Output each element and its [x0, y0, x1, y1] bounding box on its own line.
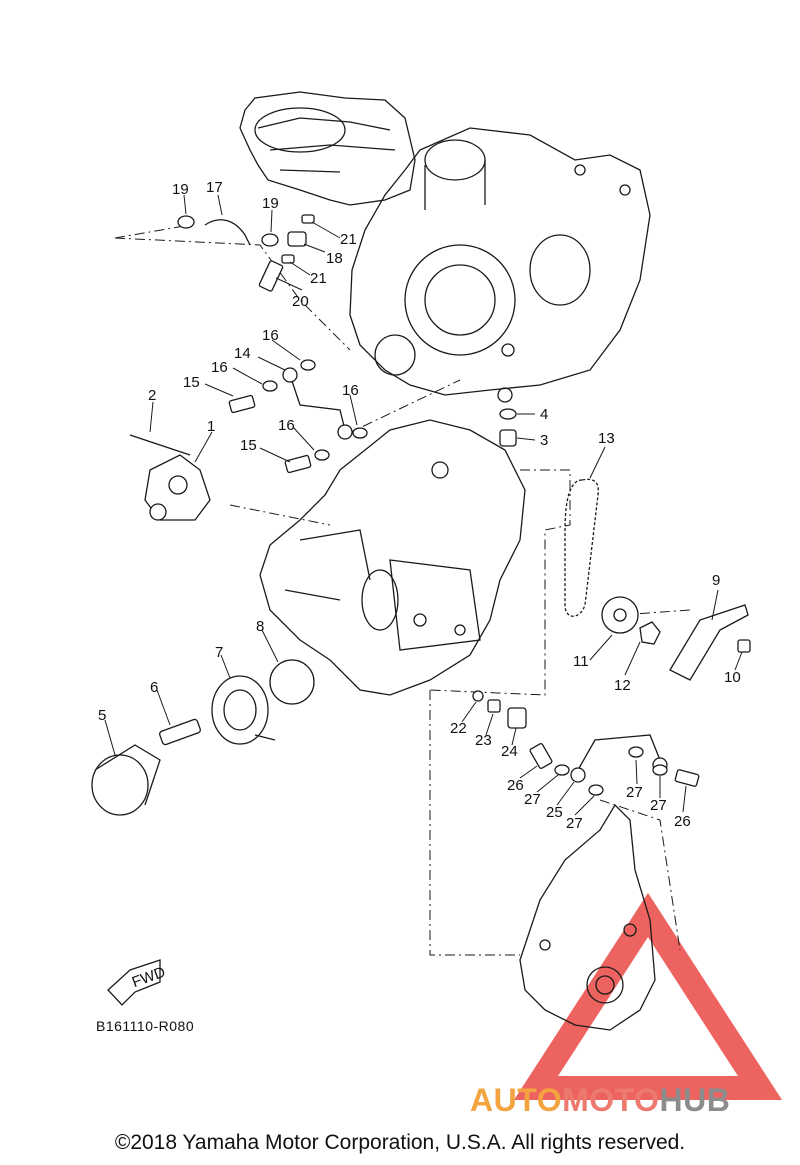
callout-4: 4: [540, 406, 548, 423]
callout-14: 14: [234, 345, 251, 362]
callout-3: 3: [540, 432, 548, 449]
part-20-bolt: [258, 260, 284, 292]
callout-5: 5: [98, 707, 106, 724]
part-21-oring-upper: [301, 214, 315, 224]
part-15-bolt-upper: [228, 394, 256, 414]
part-10-bolt: [737, 639, 751, 653]
callout-25: 25: [546, 804, 563, 821]
watermark-triangle-logo: [513, 892, 783, 1100]
part-15-bolt-lower: [284, 454, 312, 474]
callout-18: 18: [326, 250, 343, 267]
part-22-ball: [472, 690, 484, 702]
callout-17: 17: [206, 179, 223, 196]
part-17-hose: [204, 219, 251, 246]
lower-crankcase-outline: [259, 419, 526, 696]
callout-9: 9: [712, 572, 720, 589]
callout-27-b: 27: [566, 815, 583, 832]
callout-12: 12: [614, 677, 631, 694]
part-23-spring: [487, 699, 501, 713]
callout-27-d: 27: [650, 797, 667, 814]
part-13-drive-chain: [564, 478, 599, 617]
upper-crankcase-outline: [349, 127, 651, 403]
watermark-brand-text: AUTOMOTOHUB: [470, 1082, 730, 1119]
copyright-notice: ©2018 Yamaha Motor Corporation, U.S.A. A…: [114, 1131, 686, 1154]
watermark-text-moto: MOTO: [562, 1082, 660, 1118]
callout-27-c: 27: [626, 784, 643, 801]
callout-16-b: 16: [211, 359, 228, 376]
callout-20: 20: [292, 293, 309, 310]
part-18-fitting: [287, 231, 307, 247]
part-12-nut: [639, 621, 661, 645]
callout-27-a: 27: [524, 791, 541, 808]
part-16-gasket-c: [352, 427, 368, 439]
part-5-oil-filter: [91, 744, 161, 816]
callout-leader-lines: [104, 194, 743, 816]
part-26-bolt-left: [529, 743, 553, 769]
cylinder-head-outline: [239, 91, 416, 206]
part-16-gasket-a: [300, 359, 316, 371]
side-cover-outline: [519, 803, 656, 1031]
callout-10: 10: [724, 669, 741, 686]
watermark-text-auto: AUTO: [470, 1082, 563, 1118]
callout-24: 24: [501, 743, 518, 760]
part-3-plug: [499, 429, 517, 447]
forward-direction-arrow: FWD: [107, 959, 168, 1006]
part-25-oil-line: [570, 734, 668, 783]
part-1-oil-pump: [144, 454, 211, 521]
part-2-long-bolt: [129, 434, 191, 456]
callout-6: 6: [150, 679, 158, 696]
callout-26-left: 26: [507, 777, 524, 794]
part-16-gasket-b: [262, 380, 278, 392]
callout-23: 23: [475, 732, 492, 749]
callout-16-c: 16: [342, 382, 359, 399]
callout-22: 22: [450, 720, 467, 737]
callout-1: 1: [207, 418, 215, 435]
callout-19-left: 19: [172, 181, 189, 198]
callout-labels: 1 2 3 4 5 6 7 8 9 10 11 12 13 14 15 15 1…: [98, 179, 741, 832]
callout-16-a: 16: [262, 327, 279, 344]
callout-15-upper: 15: [183, 374, 200, 391]
part-16-gasket-d: [314, 449, 330, 461]
callout-16-d: 16: [278, 417, 295, 434]
callout-11: 11: [573, 653, 589, 670]
part-11-sprocket: [601, 596, 639, 634]
callout-26-right: 26: [674, 813, 691, 830]
part-6-union-bolt: [159, 718, 201, 746]
part-27-gasket-b: [588, 784, 604, 796]
callout-19-right: 19: [262, 195, 279, 212]
part-26-bolt-right: [674, 769, 700, 787]
callout-21-lower: 21: [310, 270, 327, 287]
callout-8: 8: [256, 618, 264, 635]
part-8-oring: [269, 659, 315, 705]
part-21-oring-lower: [281, 254, 295, 264]
part-14-oil-pipe: [282, 367, 353, 440]
part-24-plug: [507, 707, 527, 729]
part-27-gasket-d: [652, 764, 668, 776]
part-9-chain-guide: [669, 604, 749, 681]
part-4-washer: [499, 408, 517, 420]
part-19-seal-right: [261, 233, 279, 247]
diagram-reference-code: B161110-R080: [96, 1018, 195, 1034]
callout-15-lower: 15: [240, 437, 257, 454]
part-27-gasket-c: [628, 746, 644, 758]
part-19-seal-left: [177, 215, 195, 229]
callout-21-upper: 21: [340, 231, 357, 248]
watermark-text-hub: HUB: [659, 1082, 731, 1118]
callout-13: 13: [598, 430, 615, 447]
part-27-gasket-a: [554, 764, 570, 776]
assembly-guide-lines: [114, 224, 691, 956]
callout-2: 2: [148, 387, 156, 404]
part-7-filter-cover: [211, 675, 276, 745]
callout-7: 7: [215, 644, 223, 661]
